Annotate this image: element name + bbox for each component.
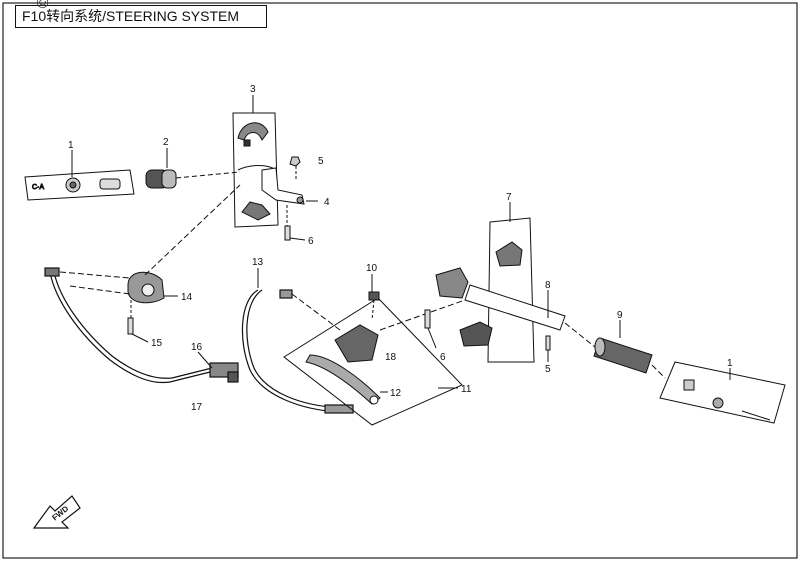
dash-line-1b	[651, 364, 666, 379]
leader-15	[131, 333, 149, 343]
dash-line-14	[144, 184, 241, 276]
callout-5b: 5	[545, 364, 551, 375]
callout-6b: 6	[440, 352, 446, 363]
dash-line-13	[291, 293, 341, 331]
dash-line-9	[564, 322, 596, 348]
callout-5a: 5	[318, 156, 324, 167]
callout-6a: 6	[308, 236, 314, 247]
part-8-handlebar-tube	[464, 284, 566, 331]
page-title: F10转向系统/STEERING SYSTEM	[15, 5, 267, 28]
part-1-left-bar-end: C·A	[24, 169, 135, 201]
dash-line-2	[175, 171, 241, 179]
callout-10: 10	[366, 263, 378, 274]
callout-13: 13	[252, 257, 264, 268]
leader-6a	[289, 237, 306, 241]
part-10-bolt	[368, 291, 380, 301]
callout-1a: 1	[68, 140, 74, 151]
callout-18: 18	[385, 352, 397, 363]
part-5a-nut	[289, 156, 301, 167]
part-5b-screw	[545, 335, 551, 351]
callout-1b: 1	[727, 358, 733, 369]
callout-2: 2	[163, 137, 169, 148]
callout-7: 7	[506, 192, 512, 203]
part-4-bracket	[261, 167, 305, 205]
part-13-brake-hose	[241, 289, 354, 414]
fwd-arrow-icon	[32, 495, 81, 529]
part-7-right-switch	[435, 217, 535, 363]
part-15-screw	[127, 317, 134, 335]
svg-text:C·A: C·A	[32, 184, 44, 191]
callout-8: 8	[545, 280, 551, 291]
leader-6b	[427, 327, 437, 349]
leader-16	[197, 351, 213, 369]
part-9-grip	[593, 337, 653, 374]
callout-15: 15	[151, 338, 163, 349]
callout-11: 11	[461, 384, 472, 395]
part-14-housing-cover	[127, 271, 165, 304]
dash-line-10	[371, 299, 375, 321]
dash-line-16	[59, 271, 131, 279]
dash-line-8	[379, 299, 466, 331]
callout-labels: 1 2 3 4 5 6 7 8 9 1 5 6 10 11 12 13 14 1…	[50, 84, 733, 522]
callout-16: 16	[191, 342, 203, 353]
callout-4: 4	[324, 197, 330, 208]
dash-line-16b	[69, 285, 131, 295]
part-1-right-bar-end	[659, 361, 786, 424]
part-6b-screw	[424, 309, 431, 329]
part-3-switch-assembly	[232, 112, 279, 228]
callout-17: 17	[191, 402, 203, 413]
outer-border	[2, 2, 798, 559]
callout-3: 3	[250, 84, 256, 95]
part-11-brake-master-assembly	[283, 297, 463, 426]
callout-9: 9	[617, 310, 623, 321]
part-16-17-cable	[44, 267, 239, 384]
callout-12: 12	[390, 388, 402, 399]
part-6a-screw	[284, 225, 291, 241]
part-2-grip-housing	[145, 169, 177, 189]
callout-14: 14	[181, 292, 193, 303]
